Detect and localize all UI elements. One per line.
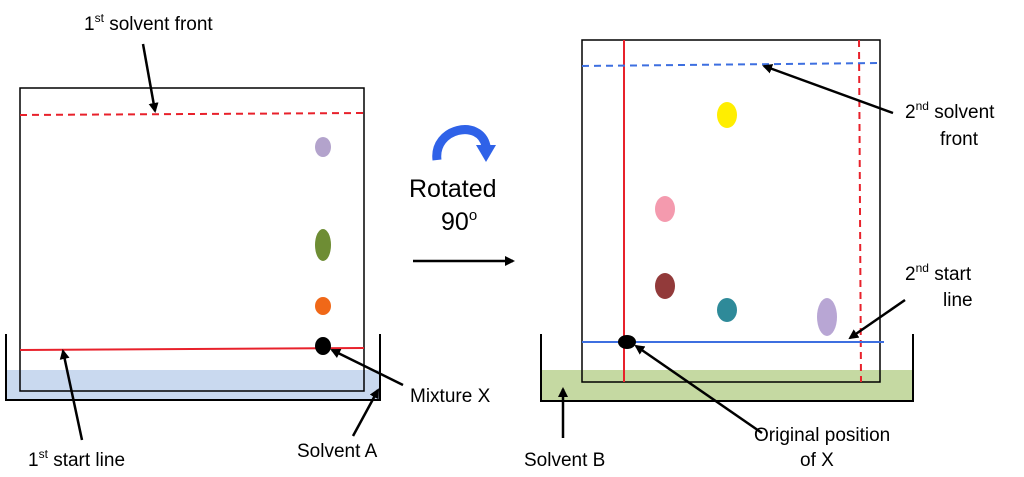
label-solvent-a: Solvent A (297, 441, 378, 462)
first-solvent-front-line (19, 112, 365, 116)
spot-pink (655, 196, 675, 222)
arrow-original-position (634, 344, 763, 435)
label-second-start-line-2: line (943, 290, 973, 311)
rotation-indicator: Rotated 90o (409, 125, 515, 266)
arrow-solvent-a (351, 388, 380, 437)
beaker-a (5, 334, 381, 401)
spot-black (315, 337, 331, 355)
spot-lavender (817, 298, 837, 336)
paper-first (19, 87, 365, 392)
label-first-start-line: 1st start line (28, 447, 125, 471)
first-run: 1st solvent front 1st start line Solvent… (5, 11, 491, 471)
rotate-arrow-icon (432, 125, 491, 161)
second-run: 2nd solvent front 2nd start line Solvent… (524, 39, 995, 471)
paper-second (581, 39, 881, 383)
spot-maroon (655, 273, 675, 299)
label-original-position-2: of X (800, 450, 834, 471)
beaker-b (540, 334, 914, 402)
label-solvent-b: Solvent B (524, 450, 605, 471)
solvent-a-liquid (6, 370, 380, 400)
label-second-solvent-front: 2nd solvent (905, 99, 995, 123)
label-original-position: Original position (754, 425, 890, 446)
rotate-arrowhead-icon (476, 145, 496, 162)
second-solvent-front-line (581, 62, 881, 67)
label-rotated-90: 90o (441, 207, 477, 236)
spot-green (315, 229, 331, 261)
rotated-first-front-line (858, 39, 862, 383)
spot-yellow (717, 102, 737, 128)
arrow-first-start (59, 349, 84, 441)
label-mixture-x: Mixture X (410, 386, 491, 407)
arrow-first-front (141, 43, 159, 113)
first-start-line (19, 347, 365, 351)
label-second-start-line: 2nd start (905, 261, 972, 285)
spot-lavender (315, 137, 331, 157)
arrow-mixture-x (330, 348, 404, 387)
label-rotated: Rotated (409, 175, 497, 203)
spot-orange (315, 297, 331, 315)
solvent-b-liquid (541, 370, 913, 401)
label-second-solvent-front-2: front (940, 129, 979, 150)
label-first-solvent-front: 1st solvent front (84, 11, 213, 35)
arrow-second-front (762, 64, 894, 115)
spot-black (618, 335, 636, 349)
arrow-second-start (848, 298, 906, 340)
spot-teal (717, 298, 737, 322)
